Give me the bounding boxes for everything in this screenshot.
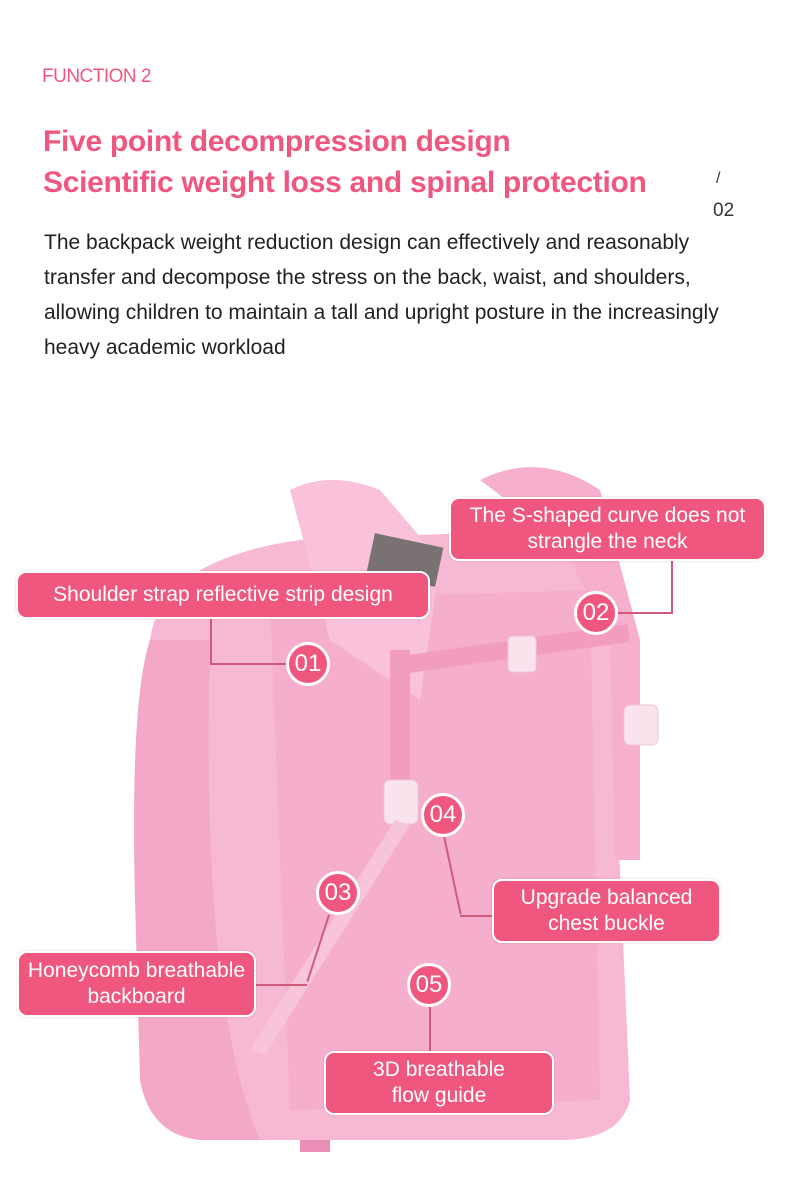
leader-line-02b (615, 612, 673, 614)
callout-label-02: The S-shaped curve does not strangle the… (449, 497, 766, 561)
callout-number-01: 01 (286, 642, 330, 686)
page-number: 02 (713, 200, 735, 221)
function-label: FUNCTION 2 (42, 66, 152, 87)
description: The backpack weight reduction design can… (44, 231, 719, 359)
leader-line-04b (460, 915, 495, 917)
title-line-1: Five point decompression design (43, 125, 511, 158)
callout-number-05: 05 (407, 963, 451, 1007)
leader-line-01b (210, 663, 290, 665)
callout-number-04: 04 (421, 793, 465, 837)
callout-label-01: Shoulder strap reflective strip design (16, 571, 430, 619)
callout-label-04: Upgrade balanced chest buckle (492, 879, 721, 943)
leader-line-02 (671, 560, 673, 613)
title-line-2: Scientific weight loss and spinal protec… (43, 166, 647, 199)
leader-line-05 (429, 1006, 431, 1053)
callout-number-02: 02 (574, 591, 618, 635)
callout-number-03: 03 (316, 871, 360, 915)
leader-line-03b (255, 984, 307, 986)
page-slash: / (716, 170, 721, 187)
callout-label-03: Honeycomb breathable backboard (17, 951, 256, 1017)
callout-label-05: 3D breathable flow guide (324, 1051, 554, 1115)
leader-line-01 (210, 618, 212, 664)
